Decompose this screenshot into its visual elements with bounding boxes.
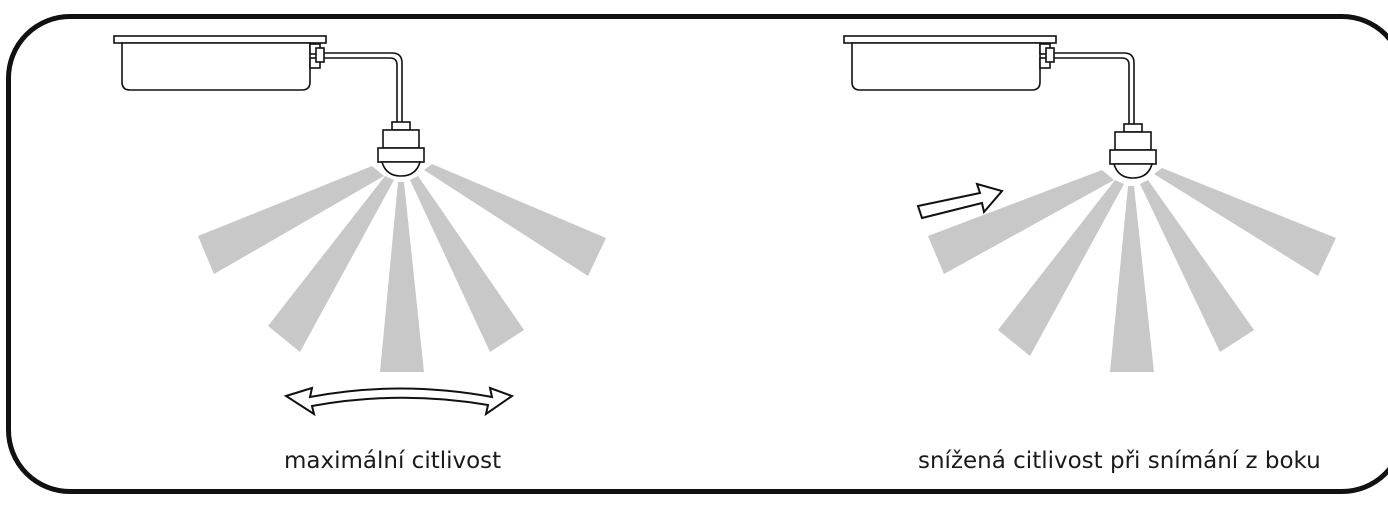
beam bbox=[268, 176, 394, 352]
panel-right bbox=[843, 35, 1336, 372]
beam-fan-left bbox=[198, 164, 606, 372]
diagram-frame bbox=[6, 14, 1388, 494]
beam bbox=[1154, 168, 1336, 276]
beam-fan-right bbox=[928, 168, 1336, 372]
beam bbox=[424, 164, 606, 276]
beam bbox=[928, 170, 1114, 274]
beam bbox=[198, 166, 384, 274]
sensor-housing-right bbox=[843, 35, 1157, 179]
sensor-housing-left bbox=[113, 35, 425, 177]
arrow-right-icon bbox=[916, 182, 1004, 220]
beam bbox=[410, 176, 524, 352]
beam bbox=[380, 182, 424, 372]
beam bbox=[998, 180, 1124, 356]
panel-left bbox=[113, 35, 606, 417]
double-arrow-icon bbox=[283, 386, 515, 417]
beam bbox=[1110, 186, 1154, 372]
beam bbox=[1140, 180, 1254, 352]
caption-reduced-sensitivity: snížená citlivost při snímání z boku bbox=[918, 448, 1321, 474]
caption-max-sensitivity: maximální citlivost bbox=[284, 448, 502, 474]
